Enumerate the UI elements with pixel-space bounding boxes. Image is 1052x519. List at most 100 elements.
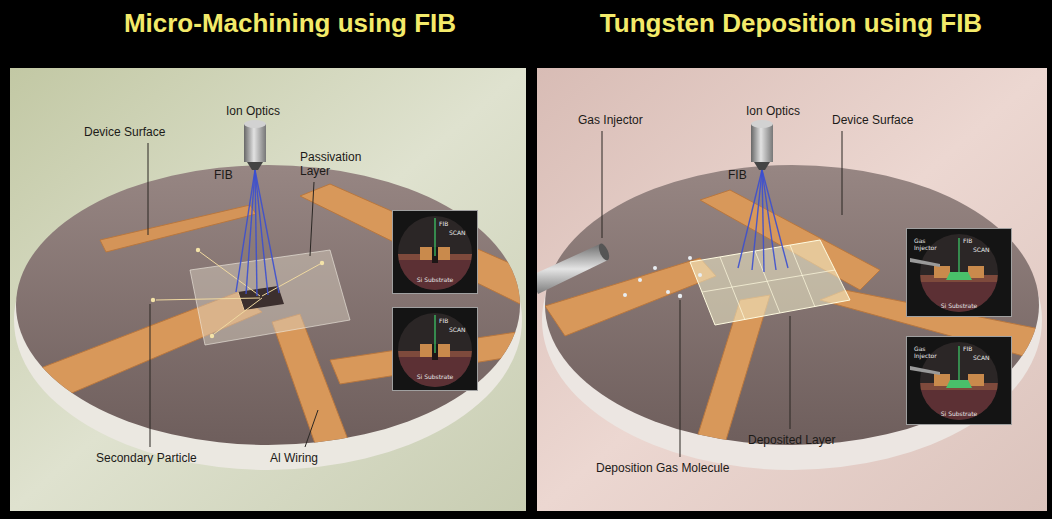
leader-line bbox=[150, 304, 151, 447]
beam-line bbox=[738, 170, 762, 268]
ion-optics bbox=[244, 120, 266, 170]
leader-line bbox=[842, 131, 843, 215]
inset-label: FIB bbox=[963, 237, 972, 244]
inset-label: FIB bbox=[963, 345, 972, 352]
particle bbox=[151, 298, 155, 302]
leader-lines bbox=[602, 131, 842, 457]
gas-molecule bbox=[688, 256, 692, 260]
inset-diagram: FIBSCAN Si Substrate bbox=[392, 307, 478, 391]
inset-label: Gas Injector bbox=[914, 237, 942, 251]
column-top bbox=[244, 120, 266, 128]
leader-line bbox=[310, 182, 314, 256]
inset-label: FIB bbox=[439, 220, 448, 227]
leader-line bbox=[790, 316, 791, 429]
ion-beam bbox=[738, 170, 788, 272]
al-wiring bbox=[100, 205, 256, 252]
inset-picture bbox=[906, 229, 1012, 318]
part-label: Al Wiring bbox=[270, 451, 318, 465]
particle bbox=[196, 248, 200, 252]
inset-diagram: Gas Injector FIBSCAN Si Substrate bbox=[906, 336, 1012, 425]
gas-injector bbox=[537, 244, 608, 294]
part-label: Secondary Particle bbox=[96, 451, 197, 465]
gas-molecule bbox=[638, 278, 642, 282]
particle-path bbox=[156, 298, 260, 300]
beam-line bbox=[762, 170, 776, 270]
grid-line bbox=[755, 251, 780, 313]
column-tip bbox=[754, 162, 770, 170]
trench-wall bbox=[238, 292, 244, 310]
gas-molecule bbox=[666, 290, 670, 294]
beam-line bbox=[246, 170, 255, 294]
column bbox=[751, 124, 773, 162]
wafer-surface bbox=[16, 165, 520, 445]
injector-tip bbox=[597, 242, 612, 262]
leader-lines bbox=[148, 143, 318, 447]
leader-line bbox=[602, 131, 603, 238]
inset-picture bbox=[906, 337, 1012, 426]
wafer bbox=[14, 165, 526, 470]
column-top bbox=[751, 120, 773, 128]
part-label: FIB bbox=[214, 168, 233, 182]
inset-label: Si Substrate bbox=[417, 373, 453, 380]
panel-heading: Micro-Machining using FIB bbox=[124, 8, 456, 38]
part-label: Deposition Gas Molecule bbox=[596, 461, 729, 475]
inset-label: SCAN bbox=[973, 246, 990, 253]
leader-line bbox=[148, 143, 149, 235]
wafer bbox=[537, 165, 1045, 470]
inset-label: Gas Injector bbox=[914, 345, 942, 359]
leader-line bbox=[680, 300, 681, 457]
part-label: Deposited Layer bbox=[748, 433, 835, 447]
particle bbox=[210, 334, 214, 338]
deposit-grid bbox=[702, 245, 835, 320]
inset-label: SCAN bbox=[449, 326, 466, 333]
part-label: FIB bbox=[728, 168, 747, 182]
beam-line bbox=[236, 170, 255, 292]
beam-line bbox=[762, 170, 788, 268]
grid-line bbox=[790, 245, 815, 307]
inset-label: SCAN bbox=[973, 354, 990, 361]
beam-line bbox=[752, 170, 762, 270]
inset-label: FIB bbox=[439, 317, 448, 324]
particle-path bbox=[200, 252, 260, 296]
gas-molecule bbox=[698, 273, 702, 277]
beam-line bbox=[255, 170, 268, 295]
part-label: Passivation Layer bbox=[300, 150, 380, 178]
inset-label: Si Substrate bbox=[941, 302, 977, 309]
inset-diagram: Gas Injector FIBSCAN Si Substrate bbox=[906, 228, 1012, 317]
inset-label: Si Substrate bbox=[417, 276, 453, 283]
ion-beam bbox=[236, 170, 279, 296]
panel-ground bbox=[10, 68, 526, 511]
part-label: Ion Optics bbox=[226, 104, 280, 118]
ion-optics bbox=[751, 120, 773, 170]
panel-heading: Tungsten Deposition using FIB bbox=[600, 8, 982, 38]
inset-diagram: FIBSCAN Si Substrate bbox=[392, 210, 478, 294]
gas-molecule bbox=[623, 293, 627, 297]
part-label: Gas Injector bbox=[578, 113, 643, 127]
passivation-layer bbox=[190, 250, 350, 345]
inset-picture bbox=[392, 308, 478, 392]
deposited-layer bbox=[690, 240, 850, 325]
gas-molecules bbox=[623, 256, 702, 298]
part-label: Device Surface bbox=[832, 113, 913, 127]
secondary-particles bbox=[156, 252, 320, 334]
particle-path bbox=[262, 264, 320, 296]
part-label: Ion Optics bbox=[746, 104, 800, 118]
leader-line bbox=[305, 410, 318, 447]
beam-line bbox=[255, 170, 279, 293]
column-tip bbox=[247, 162, 263, 170]
part-label: Device Surface bbox=[84, 125, 165, 139]
particle bbox=[320, 261, 324, 265]
gas-molecule bbox=[678, 294, 682, 298]
inset-label: Si Substrate bbox=[941, 410, 977, 417]
inset-picture bbox=[392, 211, 478, 295]
particle-path bbox=[214, 298, 262, 334]
grid-line bbox=[702, 270, 835, 292]
gas-molecule bbox=[653, 266, 657, 270]
inset-label: SCAN bbox=[449, 229, 466, 236]
wafer-surface bbox=[545, 165, 1039, 445]
column bbox=[244, 124, 266, 162]
